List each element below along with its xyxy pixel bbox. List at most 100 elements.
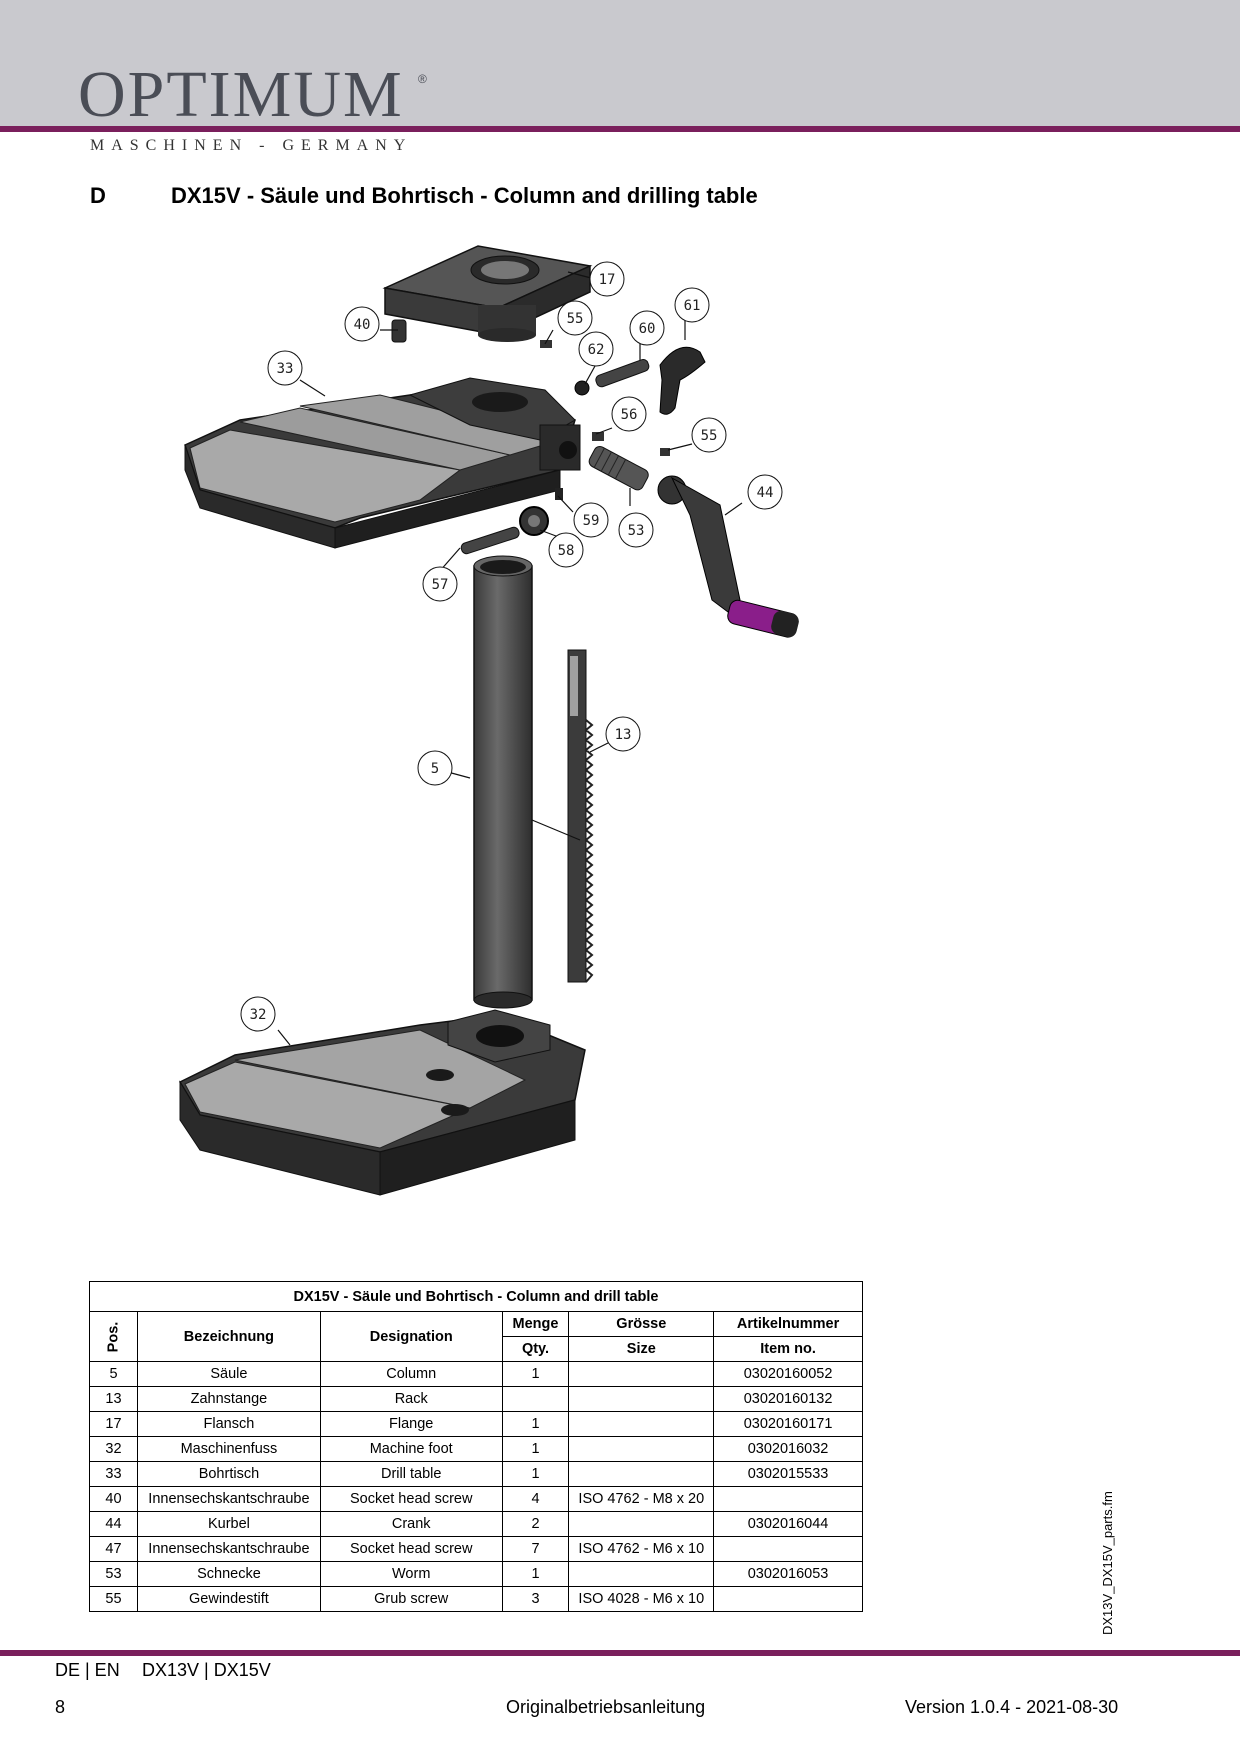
table-cell-size bbox=[568, 1511, 715, 1537]
table-cell-de: Kurbel bbox=[136, 1511, 321, 1537]
table-cell-item: 03020160052 bbox=[713, 1361, 863, 1387]
machine-foot-part bbox=[178, 1009, 586, 1196]
lever-handle-part bbox=[659, 346, 706, 415]
callout-label: 33 bbox=[277, 361, 294, 377]
table-cell-size bbox=[568, 1461, 715, 1487]
table-cell-de: Maschinenfuss bbox=[136, 1436, 321, 1462]
table-cell-qty: 1 bbox=[501, 1361, 570, 1387]
table-cell-item: 03020160171 bbox=[713, 1411, 863, 1437]
callout-label: 53 bbox=[628, 523, 645, 539]
table-cell-qty: 1 bbox=[501, 1436, 570, 1462]
table-cell-pos: 5 bbox=[89, 1361, 138, 1387]
column-header-designation: Designation bbox=[319, 1311, 503, 1362]
table-cell-qty: 1 bbox=[501, 1561, 570, 1587]
table-cell-de: Flansch bbox=[136, 1411, 321, 1437]
crank-part bbox=[657, 475, 799, 638]
table-cell-pos: 55 bbox=[89, 1586, 138, 1612]
callout-label: 55 bbox=[567, 311, 584, 327]
table-cell-item bbox=[713, 1536, 863, 1562]
column-header-item-no: Item no. bbox=[713, 1336, 863, 1362]
callout-bubbles bbox=[240, 261, 783, 1032]
callout-label: 55 bbox=[701, 428, 718, 444]
table-cell-item: 0302016053 bbox=[713, 1561, 863, 1587]
table-cell-size: ISO 4762 - M8 x 20 bbox=[568, 1486, 715, 1512]
callout-label: 60 bbox=[639, 321, 656, 337]
table-cell-de: Schnecke bbox=[136, 1561, 321, 1587]
footer-accent-line bbox=[0, 1650, 1240, 1656]
callout-label: 61 bbox=[684, 298, 701, 314]
callout-label: 40 bbox=[354, 317, 371, 333]
table-cell-pos: 13 bbox=[89, 1386, 138, 1412]
table-cell-de: Säule bbox=[136, 1361, 321, 1387]
callout-label: 44 bbox=[757, 485, 774, 501]
file-name-label: DX13V_DX15V_parts.fm bbox=[1100, 1491, 1115, 1635]
table-cell-en: Grub screw bbox=[319, 1586, 503, 1612]
page-number: 8 bbox=[55, 1697, 66, 1717]
table-cell-pos: 17 bbox=[89, 1411, 138, 1437]
table-cell-en: Column bbox=[319, 1361, 503, 1387]
callout-label: 59 bbox=[583, 513, 600, 529]
document-type: Originalbetriebsanleitung bbox=[506, 1697, 706, 1717]
table-cell-size bbox=[568, 1561, 715, 1587]
table-cell-en: Worm bbox=[319, 1561, 503, 1587]
table-cell-pos: 53 bbox=[89, 1561, 138, 1587]
table-cell-pos: 47 bbox=[89, 1536, 138, 1562]
table-cell-pos: 40 bbox=[89, 1486, 138, 1512]
column-header-groesse: Grösse bbox=[568, 1311, 715, 1337]
document-version: Version 1.0.4 - 2021-08-30 bbox=[905, 1697, 1119, 1717]
table-cell-en: Rack bbox=[319, 1386, 503, 1412]
table-cell-de: Innensechskantschraube bbox=[136, 1486, 321, 1512]
table-cell-en: Machine foot bbox=[319, 1436, 503, 1462]
callout-label: 62 bbox=[588, 342, 605, 358]
table-cell-item: 0302015533 bbox=[713, 1461, 863, 1487]
table-cell-size bbox=[568, 1411, 715, 1437]
table-cell-size: ISO 4028 - M6 x 10 bbox=[568, 1586, 715, 1612]
table-cell-de: Bohrtisch bbox=[136, 1461, 321, 1487]
table-cell-size: ISO 4762 - M6 x 10 bbox=[568, 1536, 715, 1562]
table-cell-pos: 44 bbox=[89, 1511, 138, 1537]
callout-label: 5 bbox=[431, 761, 439, 777]
column-header-qty: Qty. bbox=[501, 1336, 570, 1362]
column-part bbox=[473, 555, 533, 1009]
table-cell-qty: 3 bbox=[501, 1586, 570, 1612]
section-title: DX15V - Säule und Bohrtisch - Column and… bbox=[171, 183, 758, 208]
table-caption: DX15V - Säule und Bohrtisch - Column and… bbox=[89, 1281, 863, 1312]
table-cell-qty bbox=[501, 1386, 570, 1412]
drill-table-part bbox=[184, 377, 581, 549]
table-cell-en: Socket head screw bbox=[319, 1486, 503, 1512]
table-cell-en: Flange bbox=[319, 1411, 503, 1437]
table-cell-qty: 1 bbox=[501, 1461, 570, 1487]
column-header-pos: Pos. bbox=[89, 1311, 138, 1362]
table-cell-qty: 4 bbox=[501, 1486, 570, 1512]
table-cell-size bbox=[568, 1361, 715, 1387]
table-cell-item: 0302016044 bbox=[713, 1511, 863, 1537]
table-cell-de: Innensechskantschraube bbox=[136, 1536, 321, 1562]
table-cell-item: 0302016032 bbox=[713, 1436, 863, 1462]
callout-label: 17 bbox=[599, 272, 616, 288]
flange-part bbox=[382, 245, 593, 342]
table-cell-en: Crank bbox=[319, 1511, 503, 1537]
small-parts bbox=[391, 319, 670, 555]
callout-label: 32 bbox=[250, 1007, 267, 1023]
table-cell-en: Socket head screw bbox=[319, 1536, 503, 1562]
footer-models: DX13V | DX15V bbox=[142, 1660, 271, 1680]
brand-logo: OPTIMUM bbox=[78, 58, 404, 131]
table-cell-size bbox=[568, 1386, 715, 1412]
callout-label: 56 bbox=[621, 407, 638, 423]
table-cell-de: Gewindestift bbox=[136, 1586, 321, 1612]
column-header-bezeichnung: Bezeichnung bbox=[136, 1311, 321, 1362]
table-cell-pos: 32 bbox=[89, 1436, 138, 1462]
callout-label: 13 bbox=[615, 727, 632, 743]
table-cell-qty: 7 bbox=[501, 1536, 570, 1562]
table-cell-de: Zahnstange bbox=[136, 1386, 321, 1412]
